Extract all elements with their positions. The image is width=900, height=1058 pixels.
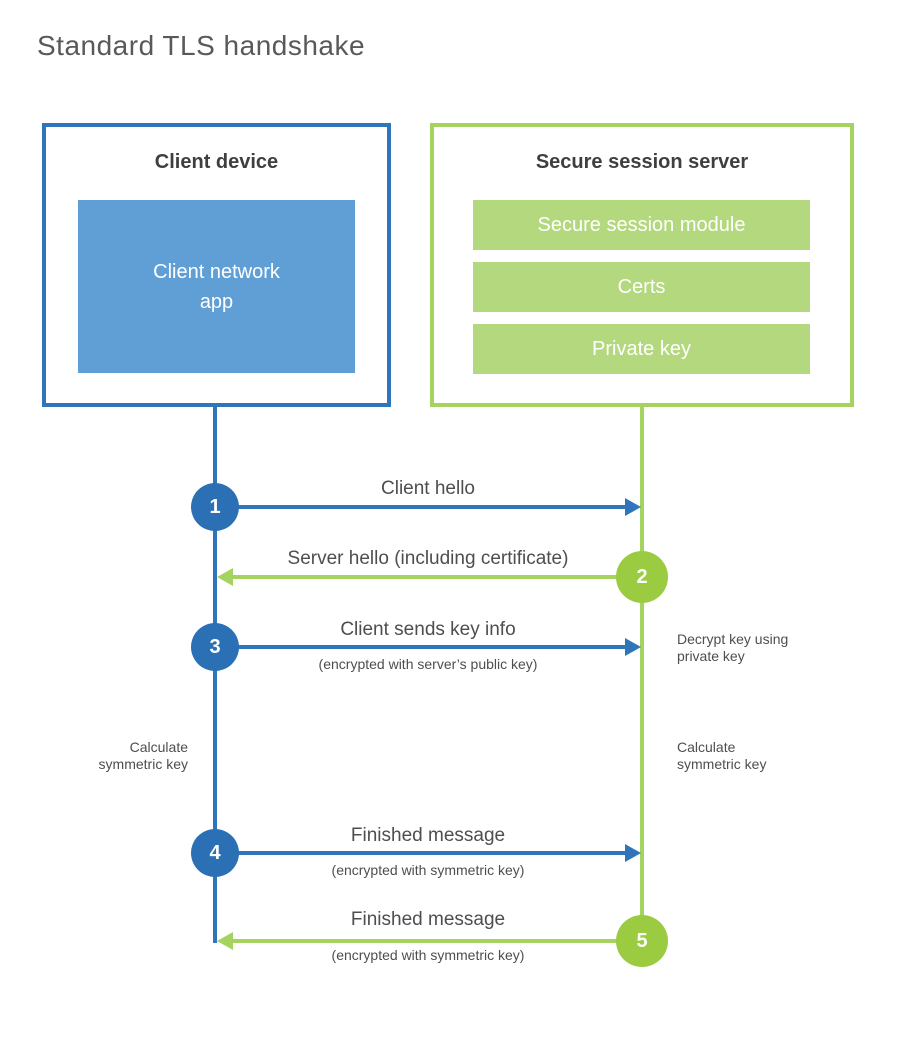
annotation-calc-symmetric-left: Calculate symmetric key [98,739,188,772]
step-4-sublabel: (encrypted with symmetric key) [331,862,525,878]
arrowhead-left-icon [217,932,233,950]
client-network-app-rect: Client network app [78,200,355,373]
step-3-circle: 3 [191,623,239,671]
step-3-label: Client sends key info [340,619,516,640]
page-title: Standard TLS handshake [37,30,366,61]
server-lifeline [640,407,644,943]
server-module-bar: Certs [473,262,810,312]
arrowhead-right-icon [625,638,641,656]
step-5-sublabel: (encrypted with symmetric key) [331,947,525,963]
arrowhead-left-icon [217,568,233,586]
step-4-label: Finished message [350,825,506,846]
server-module-bar: Private key [473,324,810,374]
client-device-title: Client device [154,151,279,173]
step-1-circle: 1 [191,483,239,531]
arrowhead-right-icon [625,844,641,862]
step-5-label: Finished message [350,909,506,930]
client-lifeline [213,407,217,943]
step-1-arrow [215,505,627,509]
arrowhead-right-icon [625,498,641,516]
step-4-arrow [215,851,627,855]
step-2-arrow [231,575,642,579]
step-2-label: Server hello (including certificate) [287,548,569,569]
annotation-decrypt-key: Decrypt key using private key [677,631,789,664]
step-5-arrow [231,939,642,943]
client-network-app-label: Client network app [153,260,280,313]
server-module-bar: Secure session module [473,200,810,250]
secure-session-server-box: Secure session server Secure session mod… [430,123,854,407]
step-3-sublabel: (encrypted with server’s public key) [318,656,538,672]
step-1-label: Client hello [381,478,475,499]
secure-session-server-title: Secure session server [535,151,749,173]
step-4-circle: 4 [191,829,239,877]
annotation-calc-symmetric-right: Calculate symmetric key [677,739,767,772]
step-2-circle: 2 [616,551,668,603]
client-device-box: Client device Client network app [42,123,391,407]
step-5-circle: 5 [616,915,668,967]
step-3-arrow [215,645,627,649]
server-modules-list: Secure session module Certs Private key [473,200,810,386]
